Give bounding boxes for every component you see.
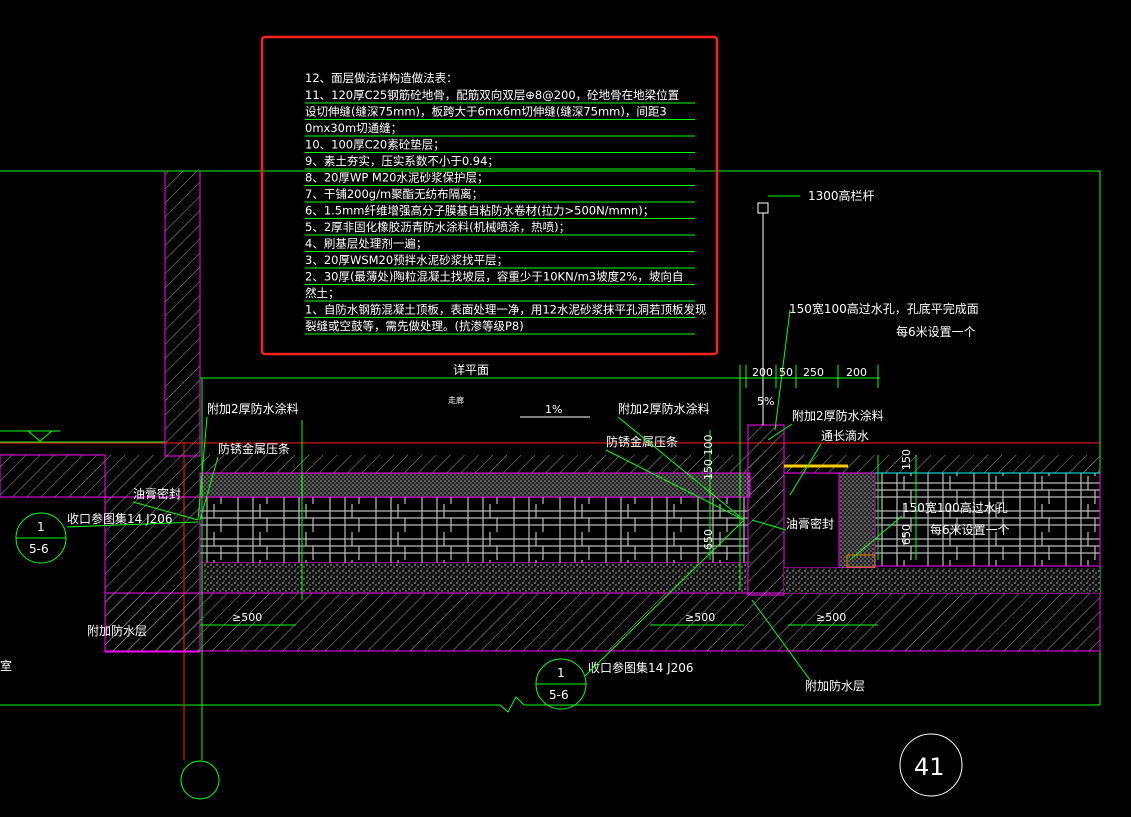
railing (757, 195, 800, 425)
dim-v150-100: 150 100 (702, 435, 715, 481)
notes-line: 然土； (305, 286, 340, 300)
notes-line: 5、2厚非固化橡胶沥青防水涂料(机械喷涂，热喷)； (305, 220, 570, 234)
dim-ge500-a: ≥500 (232, 611, 262, 624)
dim-ge500-b: ≥500 (685, 611, 715, 624)
hole-right-label: 150宽100高过水孔 (902, 500, 1008, 515)
wall-column (164, 170, 201, 457)
notes-line: 2、30厚(最薄处)陶粒混凝土找坡层，容重少于10KN/m3坡度2%，坡向自 (305, 270, 683, 284)
callout-left-sheet: 5-6 (29, 542, 49, 556)
drip-label: 通长滴水 (821, 428, 869, 443)
dim-v650-right: 650 (900, 524, 913, 545)
notes-line: 8、20厚WP M20水泥砂浆保护层； (305, 171, 488, 185)
notes-line: 6、1.5mm纤维增强高分子膜基自粘防水卷材(拉力>500N/mmn)； (305, 204, 654, 218)
notes-lines: 11、120厚C25钢筋砼地骨，配筋双向双层⊕8@200，砼地骨在地梁位置设切伸… (305, 88, 706, 335)
callout-mid-sheet: 5-6 (549, 688, 569, 702)
dim-v650-left: 650 (702, 529, 715, 550)
dim-v150-right: 150 (900, 449, 913, 470)
notes-panel (260, 35, 719, 356)
sealant-left: 油膏密封 (133, 486, 181, 501)
notes-line: 设切伸缝(缝深75mm)，板跨大于6mx6m切伸缝(缝深75mm)，间距3 (305, 105, 667, 119)
slope-right-label: 5% (757, 395, 774, 408)
dim-top-0: 200 (752, 366, 773, 379)
hole-right-spacing: 每6米设置一个 (930, 522, 1010, 537)
metal-strip-left: 防锈金属压条 (218, 441, 290, 456)
top-dimension-chain (746, 365, 879, 388)
notes-line: 9、素土夯实，压实系数不小于0.94； (305, 154, 499, 168)
outer-frame (0, 170, 1101, 713)
hole-top-label: 150宽100高过水孔，孔底平完成面 (789, 301, 979, 316)
extra-coat-right: 附加2厚防水涂料 (792, 408, 884, 423)
notes-line: 10、100厚C20素砼垫层； (305, 138, 445, 152)
notes-line: 11、120厚C25钢筋砼地骨，配筋双向双层⊕8@200，砼地骨在地梁位置 (305, 88, 679, 102)
extra-layer-right: 附加防水层 (805, 678, 865, 693)
detail-ref-mid: 收口参图集14 J206 (588, 660, 694, 675)
notes-line: 4、刷基层处理剂一遍； (305, 237, 427, 251)
notes-line: 0mx30m切通缝； (305, 121, 402, 135)
notes-title: 12、面层做法详构造做法表： (305, 71, 458, 85)
dim-ge500-c: ≥500 (816, 611, 846, 624)
notes-line: 1、自防水钢筋混凝土顶板，表面处理一净，用12水泥砂浆抹平孔洞若顶板发现 (305, 303, 706, 317)
level-small-label: 走廊 (448, 395, 464, 405)
leader-lines (66, 309, 903, 681)
section-layers (0, 424, 1101, 653)
detail-callout-mid[interactable]: 1 5-6 (535, 658, 587, 710)
metal-strip-mid: 防锈金属压条 (606, 434, 678, 449)
slope-left-label: 1% (545, 403, 562, 416)
detail-ref-left: 收口参图集14 J206 (67, 511, 173, 526)
room-label: 室 (0, 658, 12, 673)
bottom-grid-bubble (180, 760, 220, 800)
hole-top-spacing: 每6米设置一个 (896, 324, 976, 339)
sheet-number-text: 41 (914, 753, 945, 781)
callout-left-num: 1 (37, 520, 45, 534)
extra-layer-left: 附加防水层 (87, 623, 147, 638)
sheet-number[interactable]: 41 (899, 733, 963, 797)
callout-mid-num: 1 (557, 666, 565, 680)
notes-line: 3、20厚WSM20预拌水泥砂浆找平层； (305, 253, 508, 267)
sealant-right: 油膏密封 (786, 516, 834, 531)
dim-top-3: 200 (846, 366, 867, 379)
dim-top-2: 250 (803, 366, 824, 379)
room-outline (0, 170, 166, 443)
detail-callout-left[interactable]: 1 5-6 (15, 512, 67, 564)
extra-coat-mid: 附加2厚防水涂料 (618, 401, 710, 416)
notes-line: 裂缝或空鼓等，需先做处理。(抗渗等级P8) (305, 319, 524, 333)
ground-marker (0, 430, 60, 442)
notes-line: 7、干铺200g/m聚酯无纺布隔离； (305, 187, 483, 201)
level-label: 详平面 (453, 362, 489, 377)
extra-coat-left: 附加2厚防水涂料 (207, 401, 299, 416)
railing-label: 1300高栏杆 (808, 188, 875, 203)
dim-top-1: 50 (779, 366, 793, 379)
